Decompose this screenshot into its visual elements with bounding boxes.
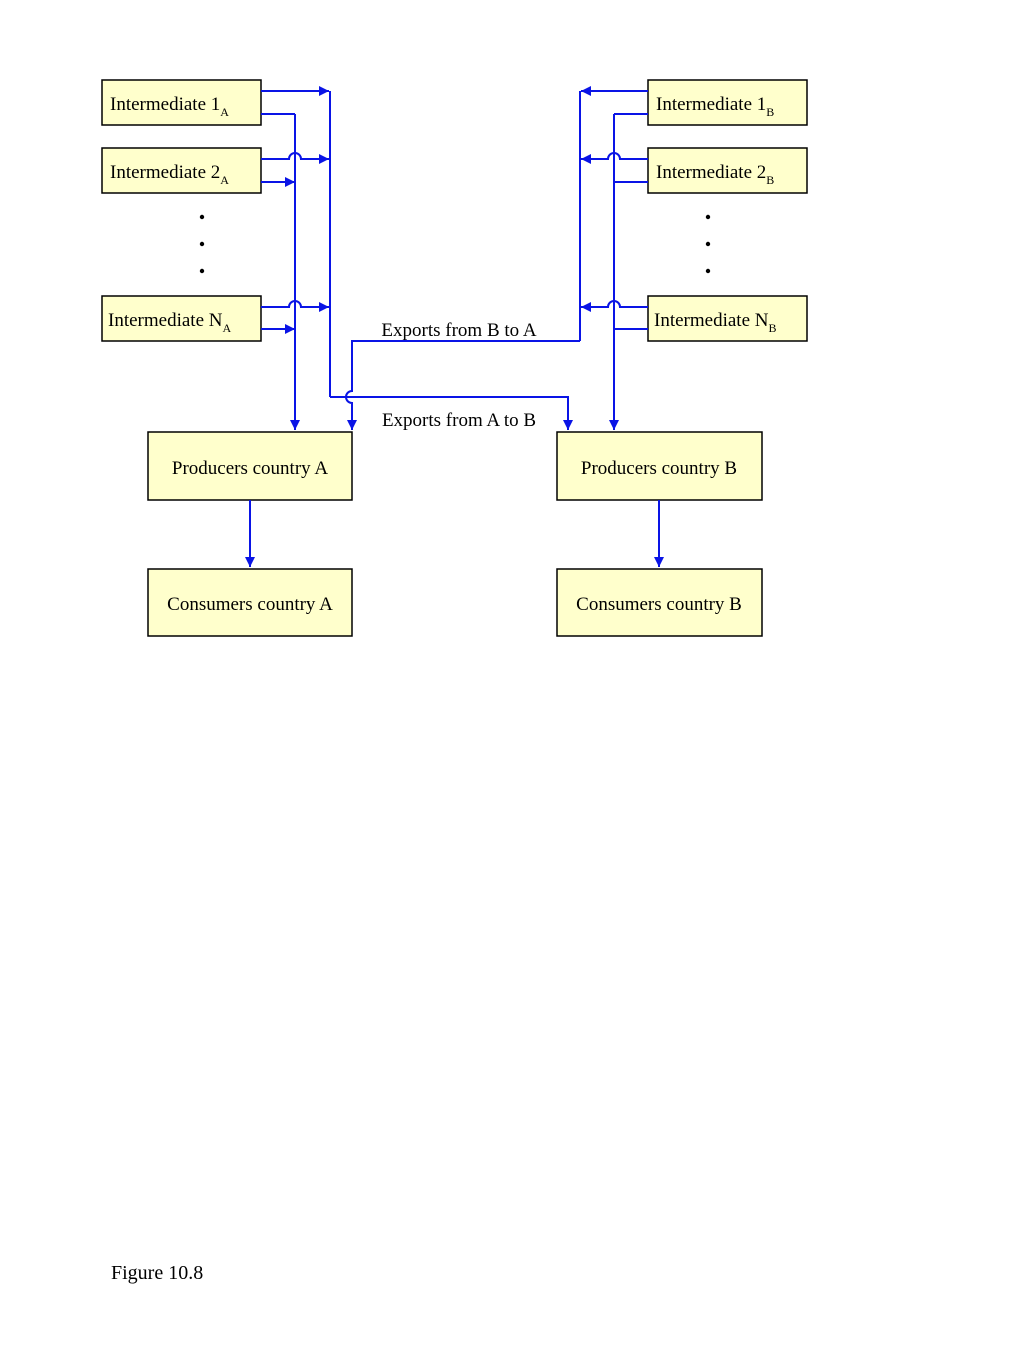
intermediate-nb-label: Intermediate N — [654, 310, 769, 331]
intermediate-2a-label: Intermediate 2 — [110, 162, 220, 183]
intermediate-box-1b: Intermediate 1B — [647, 79, 808, 126]
intermediate-box-1a: Intermediate 1A — [101, 79, 262, 126]
intermediate-1b-label: Intermediate 1 — [656, 94, 766, 115]
consumers-b-label: Consumers country B — [576, 594, 742, 615]
consumers-b-box: Consumers country B — [556, 568, 763, 637]
producers-b-label: Producers country B — [581, 458, 737, 479]
svg-text:Intermediate NB: Intermediate NB — [654, 310, 777, 335]
export-arrow-2b — [581, 152, 648, 164]
producers-a-box: Producers country A — [147, 431, 353, 501]
svg-text:Intermediate NA: Intermediate NA — [108, 310, 231, 335]
intermediate-2b-subscript: B — [766, 173, 774, 187]
intermediate-na-label: Intermediate N — [108, 310, 223, 331]
figure-caption: Figure 10.8 — [111, 1262, 204, 1284]
export-arrow-na — [261, 300, 329, 312]
exports-a-to-b-label: Exports from A to B — [382, 410, 536, 431]
intermediate-1a-label: Intermediate 1 — [110, 94, 220, 115]
ellipsis-dots-b — [705, 214, 711, 274]
intermediate-box-2a: Intermediate 2A — [101, 147, 262, 194]
consumers-a-box: Consumers country A — [147, 568, 353, 637]
svg-text:Intermediate 1A: Intermediate 1A — [110, 94, 229, 119]
svg-text:Intermediate 2B: Intermediate 2B — [656, 162, 774, 187]
exports-b-to-a-label: Exports from B to A — [381, 320, 536, 341]
svg-text:Intermediate 2A: Intermediate 2A — [110, 162, 229, 187]
ellipsis-dots-a — [199, 214, 205, 274]
svg-text:Intermediate 1B: Intermediate 1B — [656, 94, 774, 119]
intermediate-box-na: Intermediate NA — [101, 295, 262, 342]
intermediate-1a-subscript: A — [220, 105, 229, 119]
intermediate-box-nb: Intermediate NB — [647, 295, 808, 342]
export-arrow-nb — [581, 300, 648, 312]
export-route-a-to-b — [330, 396, 573, 430]
intermediate-1b-subscript: B — [766, 105, 774, 119]
intermediate-box-2b: Intermediate 2B — [647, 147, 808, 194]
intermediate-2b-label: Intermediate 2 — [656, 162, 766, 183]
intermediate-nb-subscript: B — [768, 321, 776, 335]
producers-b-box: Producers country B — [556, 431, 763, 501]
consumers-a-label: Consumers country A — [167, 594, 333, 615]
producers-a-label: Producers country A — [172, 458, 328, 479]
intermediate-2a-subscript: A — [220, 173, 229, 187]
export-arrow-2a — [261, 152, 329, 164]
intermediate-na-subscript: A — [222, 321, 231, 335]
